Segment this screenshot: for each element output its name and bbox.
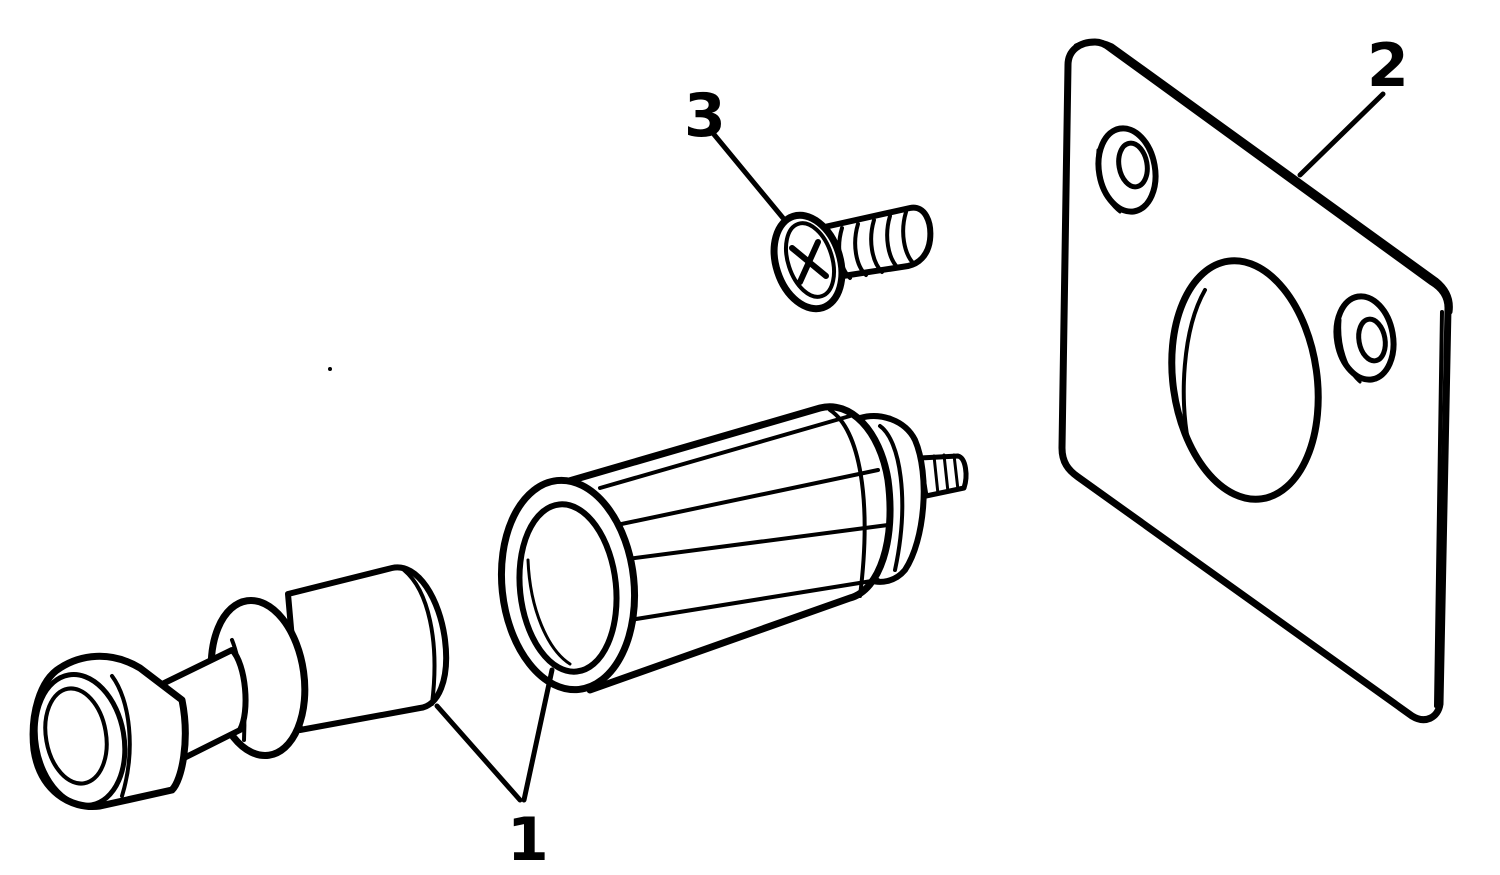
stray-dot — [328, 367, 332, 371]
leader-line-1b — [521, 667, 555, 803]
leader-line-3 — [709, 129, 786, 221]
callout-number-3: 3 — [684, 81, 726, 151]
lighter-socket — [497, 403, 969, 694]
lighter-plug — [29, 564, 450, 810]
callout-number-1: 1 — [507, 805, 549, 875]
callout-number-2: 2 — [1367, 31, 1409, 101]
leader-line-2 — [1297, 91, 1386, 178]
phillips-screw — [770, 204, 934, 313]
mounting-plate — [1058, 38, 1453, 723]
leader-lines — [434, 91, 1386, 803]
leader-line-1a — [434, 703, 523, 803]
